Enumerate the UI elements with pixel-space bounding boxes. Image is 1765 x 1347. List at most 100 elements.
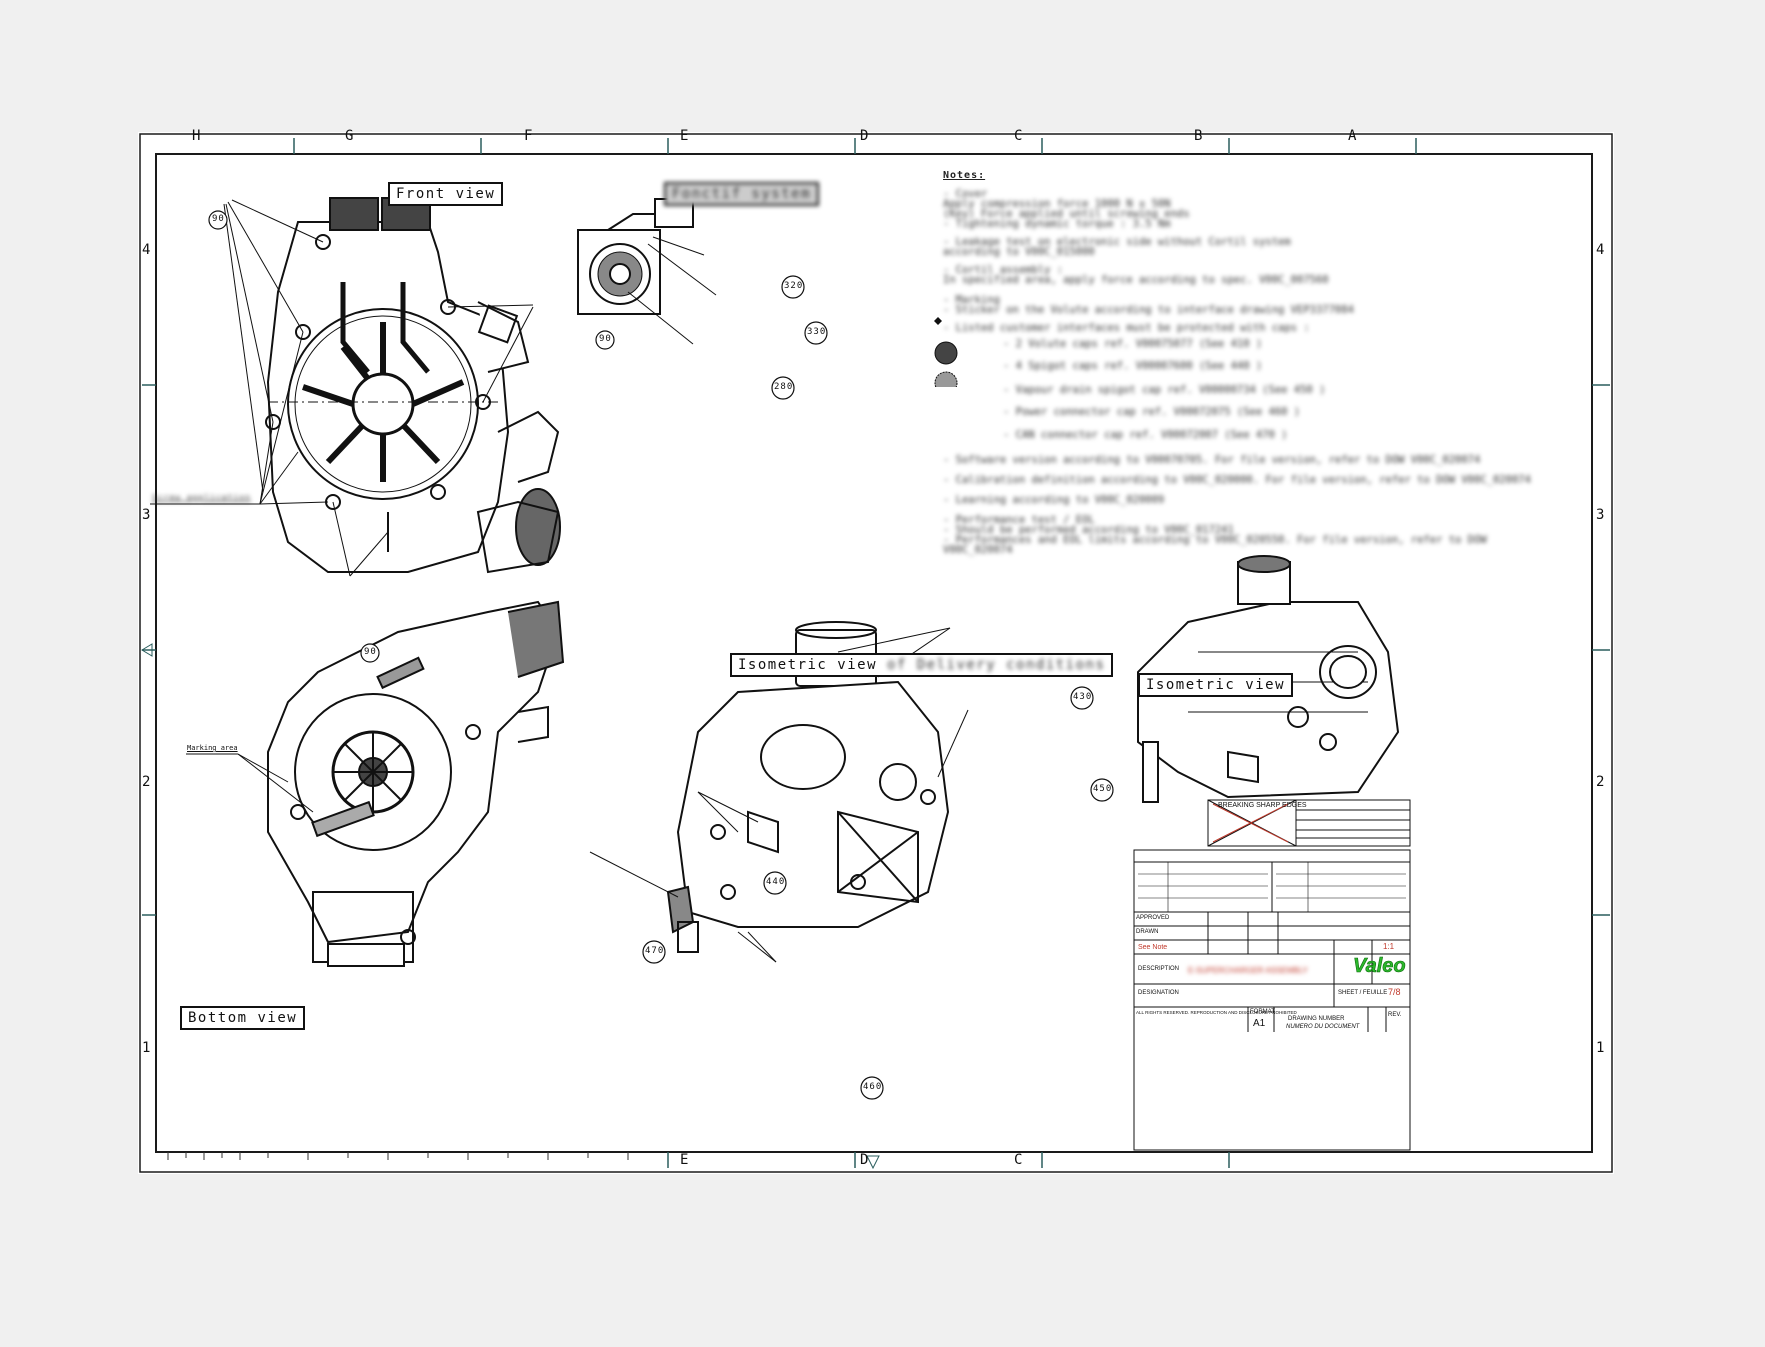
front-view-leaders xyxy=(150,199,534,577)
isometric-delivery-title: Isometric view of Delivery conditions xyxy=(730,653,1114,677)
balloon-280-text: 280 xyxy=(774,382,794,392)
balloon-430-text: 430 xyxy=(1073,692,1093,702)
note-line: - Leakage test on electronic side withou… xyxy=(943,236,1291,248)
zone-row-1-left: 1 xyxy=(142,1040,152,1056)
zone-row-3-right: 3 xyxy=(1596,507,1606,523)
note-line: - CAN connector cap ref. V00072007 (See … xyxy=(1003,429,1288,441)
balloon-470-text: 470 xyxy=(645,946,665,956)
balloon-90-bottom-text: 90 xyxy=(364,647,377,657)
note-line: - Marking xyxy=(943,294,1000,306)
balloon-90-right xyxy=(595,330,615,350)
note-line: - 4 Spigot caps ref. V00007600 (See 440 … xyxy=(1003,360,1263,372)
center-arrow-left xyxy=(141,643,153,657)
zone-letter-a: A xyxy=(1348,128,1358,144)
screw-application-label: Screw application xyxy=(152,493,251,502)
zone-letter-bottom-c: C xyxy=(1014,1152,1024,1168)
sheet-label: SHEET / FEUILLE xyxy=(1338,990,1388,996)
zone-row-4-right: 4 xyxy=(1596,242,1606,258)
approved-label: APPROVED xyxy=(1136,915,1170,921)
note-symbols xyxy=(934,317,958,387)
note-line: In specified area, apply force according… xyxy=(943,274,1329,286)
note-line: - Calibration definition according to V0… xyxy=(943,474,1531,486)
title-block-lines xyxy=(1133,799,1411,1151)
notes-heading: Notes: xyxy=(943,170,986,181)
balloon-440-text: 440 xyxy=(766,877,786,887)
zone-row-1-right: 1 xyxy=(1596,1040,1606,1056)
drawing-number-label: DRAWING NUMBER xyxy=(1288,1016,1345,1022)
balloon-430 xyxy=(1070,686,1094,710)
rejected-cross xyxy=(1212,803,1289,843)
format-value: A1 xyxy=(1253,1018,1266,1029)
valeo-logo: Valeo xyxy=(1353,955,1406,978)
balloon-90-right-text: 90 xyxy=(599,334,612,344)
zone-letter-d: D xyxy=(860,128,870,144)
format-label: FORMAT xyxy=(1250,1009,1275,1015)
note-line: - Learning according to V00C_020009 xyxy=(943,494,1165,506)
isometric-delivery-title-suffix: of Delivery conditions xyxy=(886,657,1106,673)
note-line: - Sticker on the Volute according to int… xyxy=(943,304,1354,316)
see-note-label: See Note xyxy=(1138,944,1168,951)
drawing-number-fr: NUMERO DU DOCUMENT xyxy=(1286,1024,1360,1030)
zone-letter-e: E xyxy=(680,128,690,144)
note-line: (Key) Force applied until screwing ends xyxy=(943,208,1190,220)
marking-area-label: Marking area xyxy=(187,744,238,752)
zone-ticks xyxy=(142,138,1610,1168)
balloon-layer xyxy=(208,210,1114,1100)
balloon-460 xyxy=(860,1076,884,1100)
note-line: - Should be performed according to V00C_… xyxy=(943,524,1234,536)
sheet-value: 7/8 xyxy=(1388,987,1401,997)
drawn-label: DRAWN xyxy=(1136,929,1159,935)
zone-row-2-left: 2 xyxy=(142,774,152,790)
rights-text: ALL RIGHTS RESERVED. REPRODUCTION AND DI… xyxy=(1136,1010,1297,1015)
isometric-delivery-leaders xyxy=(589,627,969,963)
note-line: - Performances and EOL limits according … xyxy=(943,534,1487,546)
cortil-system-title: Fonctif system xyxy=(664,182,820,206)
scale-value: 1:1 xyxy=(1383,942,1395,951)
center-arrow-bottom xyxy=(866,1155,880,1170)
cortil-system-drawing xyxy=(577,198,717,345)
note-line: - 2 Volute caps ref. V00075077 (See 410 … xyxy=(1003,338,1263,350)
note-line: according to V00C_015000 xyxy=(943,246,1095,258)
balloon-460-text: 460 xyxy=(863,1082,883,1092)
zone-letter-f: F xyxy=(524,128,534,144)
balloon-320-text: 320 xyxy=(784,281,804,291)
sharp-edges-label: BREAKING SHARP EDGES xyxy=(1218,802,1307,809)
zone-letter-g: G xyxy=(345,128,355,144)
note-line: Apply compression force 1000 N ± 50N xyxy=(943,198,1171,210)
front-view-drawing xyxy=(265,197,561,574)
balloon-330 xyxy=(804,321,828,345)
note-line: - Cortil assembly : xyxy=(943,264,1064,276)
zone-letter-c: C xyxy=(1014,128,1024,144)
balloon-90-top xyxy=(208,210,228,230)
bottom-view-leaders xyxy=(186,753,314,813)
isometric-delivery-title-text: Isometric view xyxy=(738,657,878,673)
isometric-right-title: Isometric view xyxy=(1138,673,1294,697)
zone-row-2-right: 2 xyxy=(1596,774,1606,790)
zone-row-3-left: 3 xyxy=(142,507,152,523)
outer-frame xyxy=(139,133,1613,1173)
balloon-320 xyxy=(781,275,805,299)
zone-letter-bottom-d: D xyxy=(860,1152,870,1168)
hatched-circle-icon xyxy=(934,371,958,387)
description-fr-label: DESIGNATION xyxy=(1138,990,1179,996)
drawing-sheet: H G F E D C B A E D C 4 3 2 1 4 3 2 1 Fr… xyxy=(138,128,1614,1174)
ruler-ticks xyxy=(167,1152,629,1160)
balloon-440 xyxy=(763,871,787,895)
balloon-330-text: 330 xyxy=(807,327,827,337)
balloon-450 xyxy=(1090,778,1114,802)
balloon-470 xyxy=(642,940,666,964)
description-en-label: DESCRIPTION xyxy=(1138,966,1180,972)
bottom-view-drawing xyxy=(267,600,565,967)
note-line: - Vapour drain spigot cap ref. V00000734… xyxy=(1003,384,1326,396)
filled-circle-icon xyxy=(934,341,958,365)
balloon-450-text: 450 xyxy=(1093,784,1113,794)
note-line: - Tightening dynamic torque : 3.5 Nm xyxy=(943,218,1171,230)
zone-letter-bottom-e: E xyxy=(680,1152,690,1168)
bottom-view-title: Bottom view xyxy=(180,1006,306,1030)
note-line: - Listed customer interfaces must be pro… xyxy=(943,322,1310,334)
balloon-90-bottom xyxy=(360,643,380,663)
note-line: - Software version according to V0007070… xyxy=(943,454,1481,466)
zone-row-4-left: 4 xyxy=(142,242,152,258)
note-line: V00C_020074 xyxy=(943,544,1013,556)
inner-frame xyxy=(155,153,1593,1153)
